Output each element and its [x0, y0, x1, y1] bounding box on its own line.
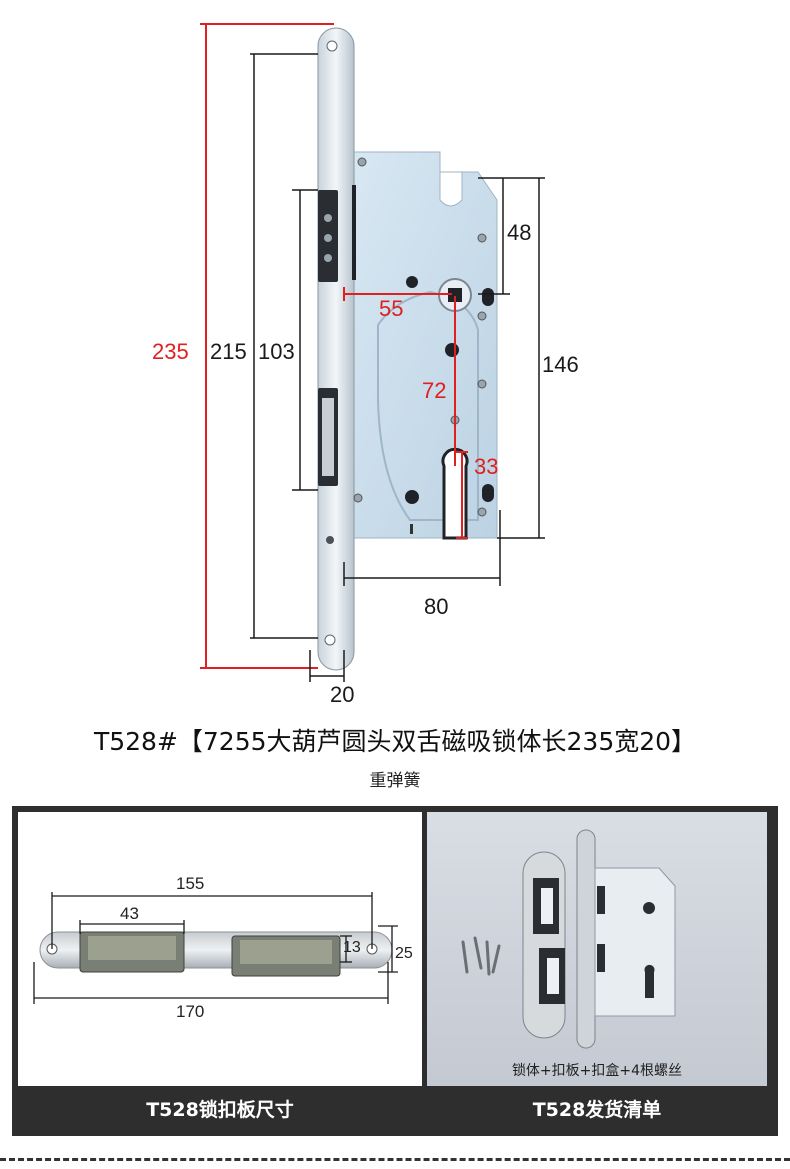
faceplate-screw-mid	[326, 536, 334, 544]
photo-strike-pocket	[541, 888, 553, 924]
dim-body-depth: 80	[424, 594, 449, 619]
faceplate-top-hole	[326, 40, 338, 52]
case-screw	[477, 507, 487, 517]
case-screw	[477, 311, 487, 321]
case-slot	[352, 185, 356, 280]
photo-lock-case	[594, 867, 676, 1017]
strike-plate-diagram	[33, 892, 398, 1004]
deadbolt-inner	[322, 398, 334, 476]
dim-pocket-width: 43	[120, 904, 139, 923]
photo-strike-pocket	[547, 958, 559, 994]
case-emboss	[377, 290, 479, 521]
lock-body-diagram	[200, 23, 545, 682]
case-screw	[477, 379, 487, 389]
case-screw	[477, 233, 487, 243]
case-hole	[445, 343, 459, 357]
dim-body-height: 146	[542, 352, 579, 377]
case-mark	[410, 524, 413, 534]
dim-hole-span: 155	[176, 874, 205, 893]
strike-plate-panel: 155 43 13 25 170	[18, 812, 422, 1086]
case-screw	[357, 157, 367, 167]
package-contents: 锁体+扣板+扣盒+4根螺丝	[511, 1063, 683, 1079]
photo-deadbolt	[597, 944, 605, 972]
case-slot-right	[482, 484, 494, 502]
dashed-divider	[0, 1158, 790, 1161]
faceplate-bottom-hole	[324, 634, 336, 646]
dim-plate-length: 170	[176, 1002, 205, 1021]
photo-spindle	[643, 902, 655, 914]
dim-backset: 55	[379, 296, 404, 321]
strike-pocket-left-inner	[88, 936, 176, 960]
case-hole	[406, 276, 418, 288]
latch-hole	[324, 214, 332, 222]
black-dimension-lines	[250, 53, 545, 682]
dim-latch-span: 103	[258, 339, 295, 364]
strike-pocket-right-inner	[240, 940, 332, 964]
case-slot-right	[482, 288, 494, 306]
lock-case	[349, 151, 498, 539]
case-screw	[353, 493, 363, 503]
case-notch	[439, 171, 463, 207]
product-subtitle: 重弹簧	[369, 771, 421, 791]
dim-pocket-height: 13	[343, 939, 361, 956]
package-photo	[461, 829, 676, 1049]
dim-center-distance: 72	[422, 378, 447, 403]
red-dimension-lines	[200, 23, 468, 669]
dim-plate-width: 25	[395, 945, 413, 962]
strike-plate-caption: T528锁扣板尺寸	[146, 1099, 294, 1121]
dim-total-length: 235	[152, 339, 189, 364]
product-title: T528#【7255大葫芦圆头双舌磁吸锁体长235宽20】	[93, 727, 697, 756]
photo-screws	[461, 936, 501, 976]
dim-top-offset: 48	[507, 220, 532, 245]
case-hole	[405, 490, 419, 504]
cylinder-hole	[441, 447, 469, 540]
photo-latch	[597, 886, 605, 914]
package-photo-panel: 锁体+扣板+扣盒+4根螺丝	[427, 812, 767, 1086]
dim-faceplate-width: 20	[330, 682, 355, 707]
dim-cylinder-height: 33	[474, 454, 499, 479]
spindle-square	[448, 288, 462, 302]
latch-hole	[324, 234, 332, 242]
faceplate	[317, 27, 355, 671]
package-caption: T528发货清单	[532, 1099, 662, 1121]
photo-faceplate	[576, 829, 596, 1049]
latch-hole	[324, 254, 332, 262]
dim-faceplate-length: 215	[210, 339, 247, 364]
photo-cylinder	[644, 964, 655, 998]
